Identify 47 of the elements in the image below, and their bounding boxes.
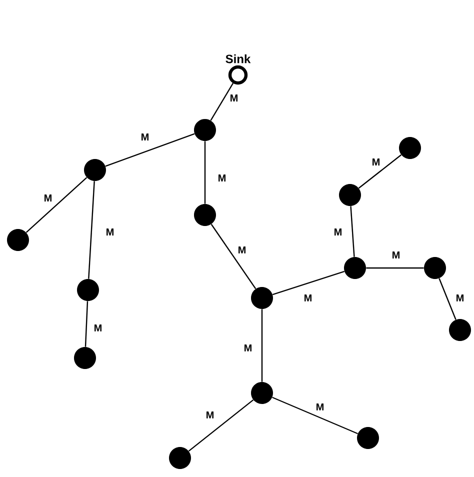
link-line	[272, 270, 345, 296]
link-line	[210, 82, 234, 121]
sensor-node	[357, 427, 379, 449]
edge-label: M	[104, 228, 116, 236]
link-line	[438, 278, 456, 320]
sink-node: Sink	[226, 54, 251, 85]
edge-label: M	[216, 174, 228, 182]
sensor-node	[251, 287, 273, 309]
sensor-node	[74, 347, 96, 369]
edge-label: M	[332, 228, 344, 236]
sensor-node	[194, 204, 216, 226]
edge-label: M	[314, 402, 326, 412]
edge-label: M	[390, 250, 402, 260]
link-line	[105, 133, 195, 167]
sensor-node	[77, 279, 99, 301]
node-label: Sink	[226, 54, 251, 64]
link-line	[358, 154, 402, 189]
link-line	[272, 396, 358, 434]
edge-label: M	[242, 344, 254, 352]
link-line	[210, 224, 256, 290]
sensor-node	[84, 159, 106, 181]
link-line	[88, 181, 95, 279]
edge-label: M	[228, 94, 240, 102]
edge-label: M	[140, 132, 150, 142]
sensor-node	[7, 229, 29, 251]
sensor-node	[449, 319, 471, 341]
sensor-node	[344, 257, 366, 279]
edge-label: M	[302, 294, 314, 302]
edge-label: M	[92, 324, 104, 332]
link-line	[366, 267, 424, 269]
sensor-node	[169, 447, 191, 469]
link-line	[350, 206, 355, 257]
edge-label: M	[370, 158, 382, 166]
sensor-node	[251, 382, 273, 404]
link-line	[26, 177, 88, 233]
link-line	[204, 141, 206, 204]
sensor-node	[424, 257, 446, 279]
sensor-node	[194, 119, 216, 141]
edge-label: M	[454, 294, 466, 302]
link-line	[188, 399, 254, 452]
link-line	[84, 301, 88, 347]
edge-label: M	[236, 246, 248, 254]
sensor-node	[399, 137, 421, 159]
edge-label: M	[204, 410, 216, 420]
sensor-node	[339, 184, 361, 206]
edge-label: M	[42, 194, 54, 202]
link-line	[261, 309, 263, 382]
